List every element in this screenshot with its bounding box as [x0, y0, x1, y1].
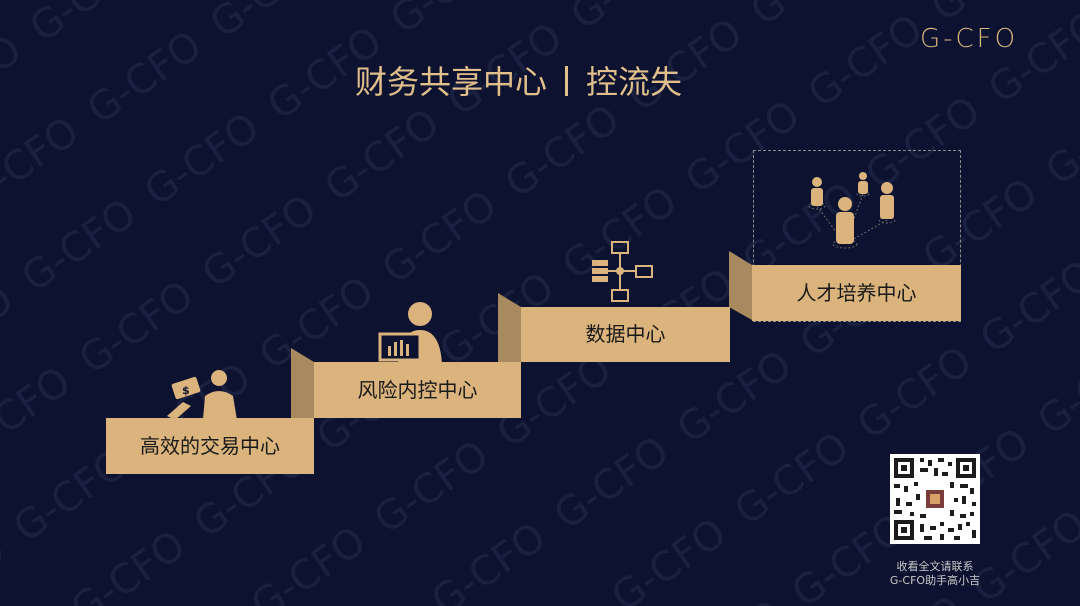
qr-caption: 收看全文请联系 G-CFO助手高小吉 [868, 560, 1002, 588]
riser-3 [498, 293, 521, 362]
title-right: 控流失 [586, 63, 683, 101]
trader-person-icon: $ [167, 370, 237, 420]
step-trading-center: 高效的交易中心 [106, 418, 314, 474]
analyst-monitor-icon [378, 302, 442, 364]
qr-caption-line2: G-CFO助手高小吉 [889, 574, 981, 587]
step-data-center: 数据中心 [521, 307, 730, 362]
title-left: 财务共享中心 [355, 63, 548, 101]
server-network-icon [592, 241, 653, 302]
qr-caption-line1: 收看全文请联系 [896, 560, 974, 573]
riser-2 [291, 348, 314, 418]
svg-text:$: $ [182, 384, 190, 397]
team-people-icon [808, 172, 896, 249]
riser-4 [729, 251, 752, 320]
g-cfo-logo: G-CFO [920, 24, 1019, 54]
step-risk-control-center: 风险内控中心 [314, 362, 521, 418]
qr-code-image [890, 454, 980, 544]
title-separator [565, 66, 569, 96]
wechat-qr-code [890, 454, 980, 544]
page-title: 财务共享中心控流失 [355, 60, 735, 104]
step-talent-center: 人才培养中心 [752, 265, 961, 321]
highlight-dashed-box [753, 150, 961, 322]
